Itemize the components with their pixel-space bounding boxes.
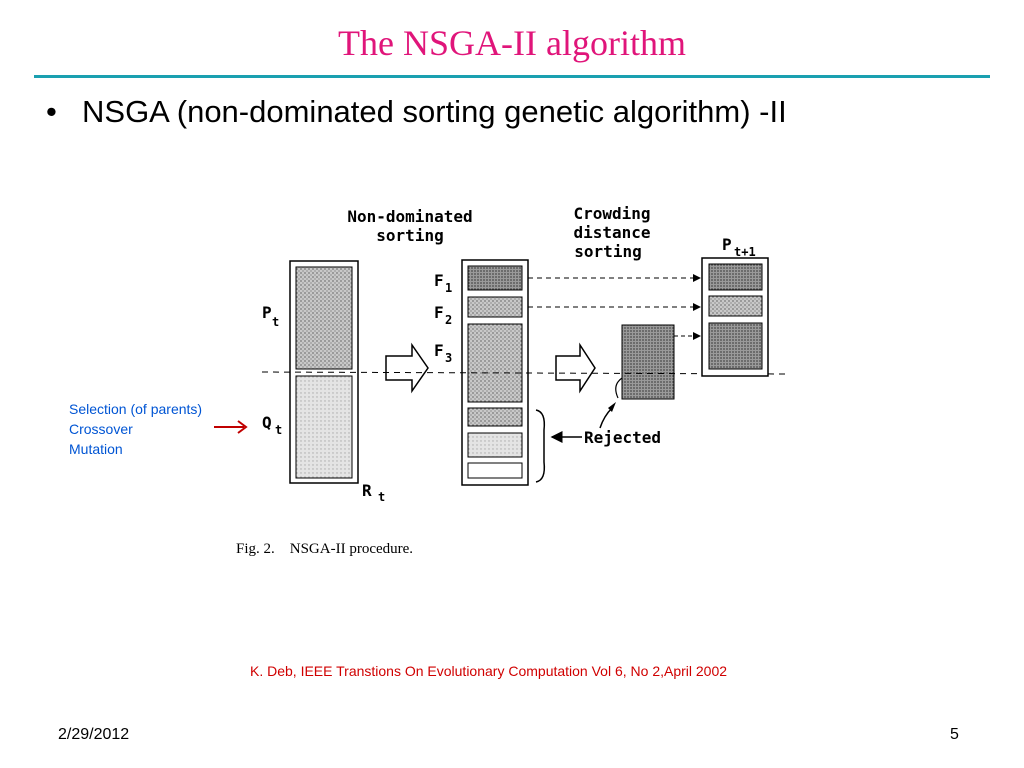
heading-crowd-line3: sorting xyxy=(574,242,641,261)
label-rejected: Rejected xyxy=(584,428,661,447)
label-pnext: P xyxy=(722,235,732,254)
red-arrow-icon xyxy=(214,420,248,434)
label-qt-sub: t xyxy=(275,423,282,437)
label-rt: R xyxy=(362,481,372,500)
label-f1-sub: 1 xyxy=(445,281,452,295)
bullet-item: • NSGA (non-dominated sorting genetic alg… xyxy=(46,94,787,130)
rt-column xyxy=(289,260,359,484)
label-pt-sub: t xyxy=(272,315,279,329)
heading-sort-line2: sorting xyxy=(376,226,443,245)
figure-caption: Fig. 2. NSGA-II procedure. xyxy=(236,541,413,557)
flow-arrow-2 xyxy=(555,342,596,394)
rejected-pointer xyxy=(599,407,613,429)
pt1-column xyxy=(701,257,769,377)
flow-arrow-1 xyxy=(385,342,429,394)
citation: K. Deb, IEEE Transtions On Evolutionary … xyxy=(250,663,728,679)
rejected-pointer-head xyxy=(608,402,616,412)
note-selection: Selection (of parents) xyxy=(69,401,203,417)
heading-crowd-line1: Crowding xyxy=(573,204,650,223)
label-f3: F xyxy=(434,341,444,360)
label-f1: F xyxy=(434,271,444,290)
heading-sort-line1: Non-dominated xyxy=(347,207,472,226)
bullet-text: NSGA (non-dominated sorting genetic algo… xyxy=(82,94,787,129)
label-f3-sub: 3 xyxy=(445,351,452,365)
title-divider xyxy=(34,75,990,78)
crowding-block xyxy=(621,324,675,400)
label-pt: P xyxy=(262,303,272,322)
page-number: 5 xyxy=(950,726,959,743)
rejected-bracket xyxy=(535,409,546,483)
note-crossover: Crossover xyxy=(69,421,133,437)
heading-crowd-line2: distance xyxy=(573,223,650,242)
label-f2: F xyxy=(434,303,444,322)
label-qt: Q xyxy=(262,413,272,432)
slide-title: The NSGA-II algorithm xyxy=(338,23,686,63)
bullet-marker: • xyxy=(46,94,57,129)
label-f2-sub: 2 xyxy=(445,313,452,327)
note-mutation: Mutation xyxy=(69,441,123,457)
slide-date: 2/29/2012 xyxy=(58,726,130,743)
genetic-operators-note: Selection (of parents) Crossover Mutatio… xyxy=(69,399,202,459)
label-rt-sub: t xyxy=(378,490,385,504)
label-pnext-sub: t+1 xyxy=(734,245,756,259)
